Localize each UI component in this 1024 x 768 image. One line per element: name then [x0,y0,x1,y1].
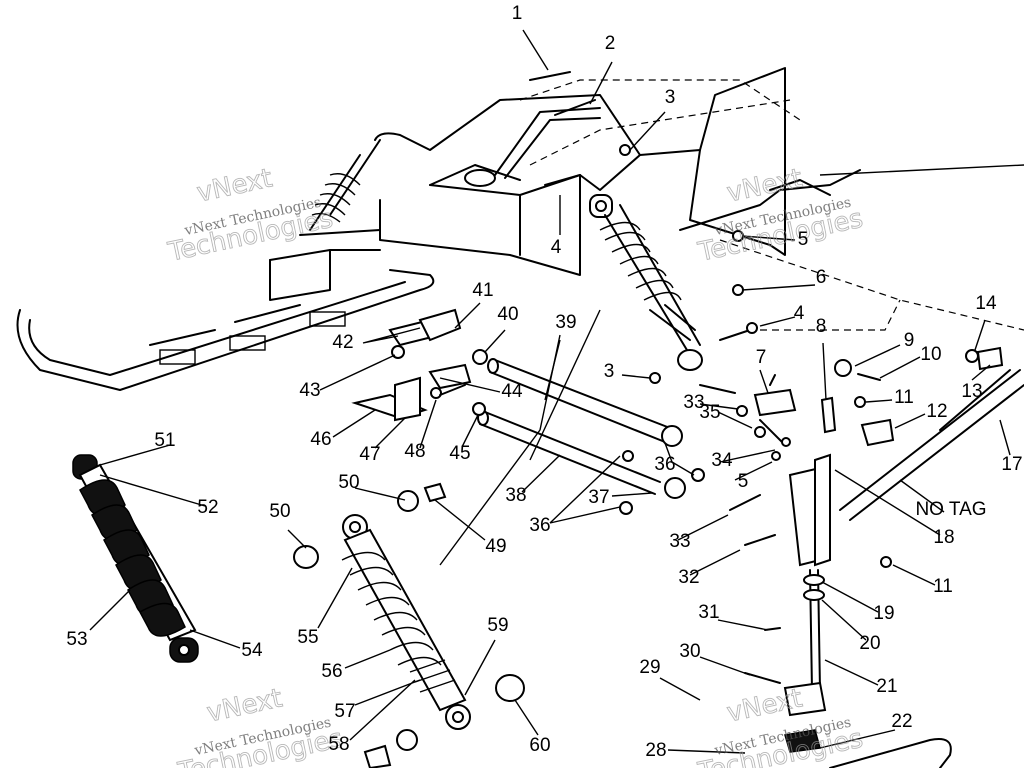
callout-label: 6 [816,267,827,288]
callout-label: 1 [512,3,523,24]
watermark-big-text: vNext [194,163,275,208]
callout-label: 38 [505,485,526,506]
callout-label: 41 [472,280,493,301]
callout-label: 17 [1001,454,1022,475]
leader-lines [89,29,1011,754]
callout-label: 43 [299,380,320,401]
callout-label: 33 [669,531,690,552]
callout-label: 7 [756,347,767,368]
callout-label: 14 [975,293,997,314]
callout-label: 13 [961,381,982,402]
watermark-big-text: vNext [204,683,285,728]
callout-label: 28 [645,740,666,761]
callout-label: 19 [873,603,894,624]
callout-label: 50 [269,501,290,522]
callout-label: 33 [683,392,704,413]
callout-label: 59 [487,615,508,636]
callout-label: 58 [328,734,349,755]
callout-label: 54 [241,640,263,661]
callout-label: 57 [334,701,355,722]
upper-control-arm [464,107,601,187]
callout-label: 22 [891,711,912,732]
shock-background [269,139,381,261]
callout-label: 8 [816,316,827,337]
callout-label: 35 [699,402,720,423]
callout-label: 52 [197,497,218,518]
bushings [293,482,525,768]
chassis-bulkhead [374,94,641,276]
callout-label: 49 [485,536,506,557]
callout-label: 5 [738,471,749,492]
callout-label: 21 [876,676,897,697]
callout-label: 12 [926,401,947,422]
ski-left [16,249,435,391]
callout-label: 10 [920,344,941,365]
callout-label: 29 [639,657,660,678]
callout-label: 40 [497,304,518,325]
callout-label: 2 [605,33,616,54]
callout-label: 3 [604,361,615,382]
shock-56 [341,514,471,730]
steering-spindle [783,453,952,768]
callout-label: 34 [711,450,733,471]
linkage-bars [439,309,686,566]
callout-label: 46 [310,429,331,450]
callout-label: 53 [66,629,87,650]
callout-label: 48 [404,441,425,462]
callout-label: 30 [679,641,700,662]
callout-label: 31 [698,602,719,623]
callout-label: 56 [321,661,342,682]
callout-label: 5 [798,229,809,250]
callout-label: 36 [529,515,550,536]
callout-label: 4 [794,303,805,324]
watermark-big-text: vNext [724,683,805,728]
callout-label: 32 [678,567,699,588]
shock-53 [72,454,199,663]
shock-center [589,194,703,371]
callout-label: 37 [588,487,609,508]
callout-label: 47 [359,444,380,465]
callout-label: 45 [449,443,470,464]
callout-label: 4 [551,237,562,258]
callout-label: 55 [297,627,318,648]
callout-label: 60 [529,735,550,756]
callout-label: 18 [933,527,954,548]
callout-label: 20 [859,633,880,654]
callout-label: 11 [933,576,953,597]
callout-label: 51 [154,430,175,451]
callout-label: 11 [894,387,914,408]
chassis-frame-right [519,67,1024,331]
callout-label: 50 [338,472,359,493]
callout-label: 39 [555,312,576,333]
callout-label: 44 [501,381,523,402]
callout-label: 9 [904,330,915,351]
callout-label: 36 [654,454,675,475]
hardware-right [529,71,1004,684]
callout-label: 42 [332,332,353,353]
callout-label: NO TAG [915,499,986,520]
callout-label: 3 [665,87,676,108]
